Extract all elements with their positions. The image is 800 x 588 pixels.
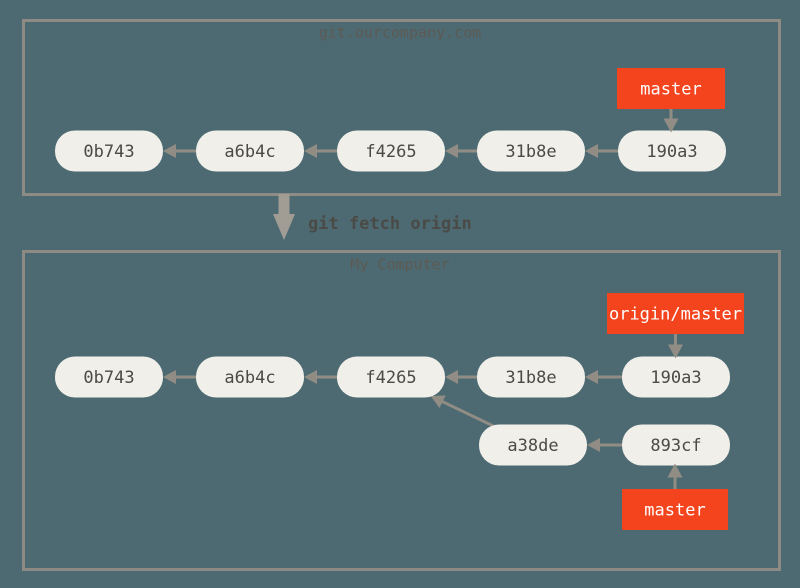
commit-shape [337,130,445,172]
edge-arrowhead [163,144,176,158]
commit-shape [479,424,587,466]
branch-pointer-local-master [667,463,683,489]
commit-label: 190a3 [646,142,697,162]
commit-label: a6b4c [224,368,275,388]
edge-arrowhead [445,144,458,158]
branch-text: origin/master [609,305,742,325]
commit-node-a38de[interactable]: a38de [479,424,587,466]
branch-box [622,489,728,530]
commit-shape [337,356,445,398]
edge-l-f4265-to-l-a6b4c [304,370,337,384]
commit-label: a6b4c [224,142,275,162]
commit-label: 893cf [650,436,701,456]
edge-l-190a3-to-l-31b8e [585,370,622,384]
commit-node-190a3[interactable]: 190a3 [622,356,730,398]
edge-arrowhead [585,370,598,384]
commit-node-a6b4c[interactable]: a6b4c [196,356,304,398]
panel-border-local [22,250,781,571]
commit-node-0b743[interactable]: 0b743 [55,356,163,398]
edge-arrowhead [430,395,446,408]
commit-shape [196,356,304,398]
panel-title-local: My Computer [350,256,449,274]
commit-label: 0b743 [83,142,134,162]
commit-shape [55,130,163,172]
edge-l-a38de-to-l-f4265 [430,395,494,428]
panel-remote: git.ourcompany.com [22,19,781,196]
branch-pointer-local-origin-master [668,334,683,359]
branch-pointer-arrowhead [663,118,679,133]
commit-node-893cf[interactable]: 893cf [622,424,730,466]
commit-node-a6b4c[interactable]: a6b4c [196,130,304,172]
branch-pointer-arrowhead [668,344,683,359]
commit-label: a38de [507,436,558,456]
fetch-arrow-icon [273,194,295,240]
edge-arrowhead [304,144,317,158]
commit-node-f4265[interactable]: f4265 [337,356,445,398]
edge-arrowhead [445,370,458,384]
edge-line [440,399,494,428]
edge-l-31b8e-to-l-f4265 [445,370,477,384]
commit-node-190a3[interactable]: 190a3 [618,130,726,172]
edge-arrowhead [304,370,317,384]
edge-l-a6b4c-to-l-0b743 [163,370,196,384]
branch-box [617,68,725,109]
branch-pointer-remote-master [663,109,679,133]
commit-shape [622,356,730,398]
commit-node-31b8e[interactable]: 31b8e [477,356,585,398]
branch-box [607,293,744,334]
branch-label-remote-master[interactable]: master [617,68,725,109]
branch-pointer-arrowhead [667,463,683,478]
commit-node-f4265[interactable]: f4265 [337,130,445,172]
fetch-command-label: git fetch origin [308,214,472,234]
branch-text: master [640,80,701,100]
commit-label: 0b743 [83,368,134,388]
commit-label: 31b8e [505,142,556,162]
commit-node-31b8e[interactable]: 31b8e [477,130,585,172]
commit-label: f4265 [365,142,416,162]
edge-l-893cf-to-l-a38de [587,438,622,452]
branch-text: master [644,501,705,521]
commit-label: f4265 [365,368,416,388]
commit-shape [55,356,163,398]
commit-label: 31b8e [505,368,556,388]
commit-node-0b743[interactable]: 0b743 [55,130,163,172]
commit-shape [477,356,585,398]
edge-arrowhead [587,438,600,452]
commit-shape [622,424,730,466]
branch-label-local-master[interactable]: master [622,489,728,530]
panel-title-remote: git.ourcompany.com [319,24,482,42]
edge-r-190a3-to-r-31b8e [585,144,618,158]
edge-r-f4265-to-r-a6b4c [304,144,337,158]
branch-label-local-origin-master[interactable]: origin/master [607,293,744,334]
panel-local: My Computer [22,250,781,571]
commit-shape [477,130,585,172]
edge-arrowhead [585,144,598,158]
edge-arrowhead [163,370,176,384]
commit-shape [196,130,304,172]
edge-r-a6b4c-to-r-0b743 [163,144,196,158]
edge-r-31b8e-to-r-f4265 [445,144,477,158]
fetch-transition: git fetch origin [273,194,472,240]
panel-border-remote [22,19,781,196]
commit-label: 190a3 [650,368,701,388]
commit-shape [618,130,726,172]
